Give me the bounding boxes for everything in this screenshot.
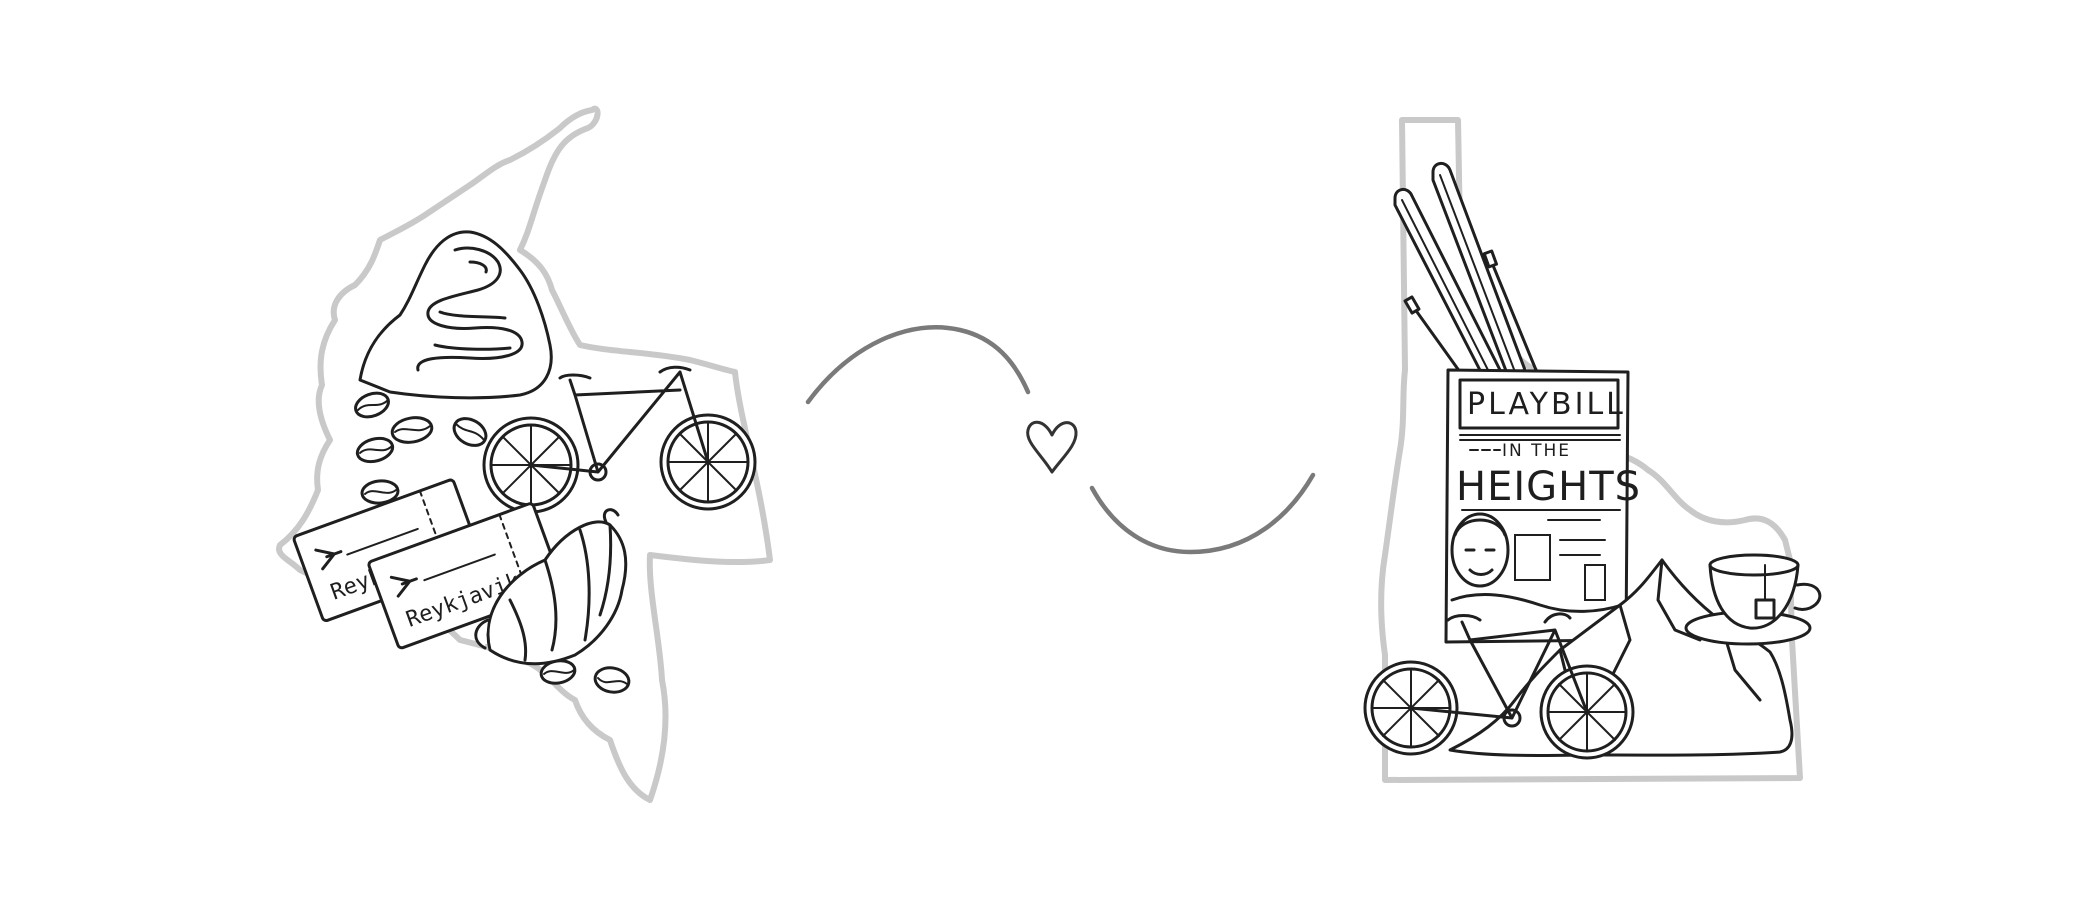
bicycle-icon-right [1363,612,1635,760]
skis-icon [1393,162,1538,380]
playbill-icon: PLAYBILL IN THE HEIGHTS [1444,368,1641,644]
connector-group [805,324,1316,555]
connector-right-curve [1089,472,1316,555]
connector-left-curve [805,324,1031,405]
teacup-icon [1684,553,1822,646]
idaho-group: PLAYBILL IN THE HEIGHTS [1363,117,1822,783]
playbill-show-line1: IN THE [1502,441,1571,461]
croissant-icon [474,508,628,666]
plane-ticket-icon: Reykjavik Reykjavik [292,478,565,650]
colombia-group: Reykjavik Reykjavik [276,105,773,803]
mountain-road-icon [358,230,553,400]
playbill-title: PLAYBILL [1467,387,1626,422]
coffee-bean-icon [354,391,631,694]
playbill-show-line2: HEIGHTS [1456,464,1641,510]
heart-icon [1026,420,1078,474]
